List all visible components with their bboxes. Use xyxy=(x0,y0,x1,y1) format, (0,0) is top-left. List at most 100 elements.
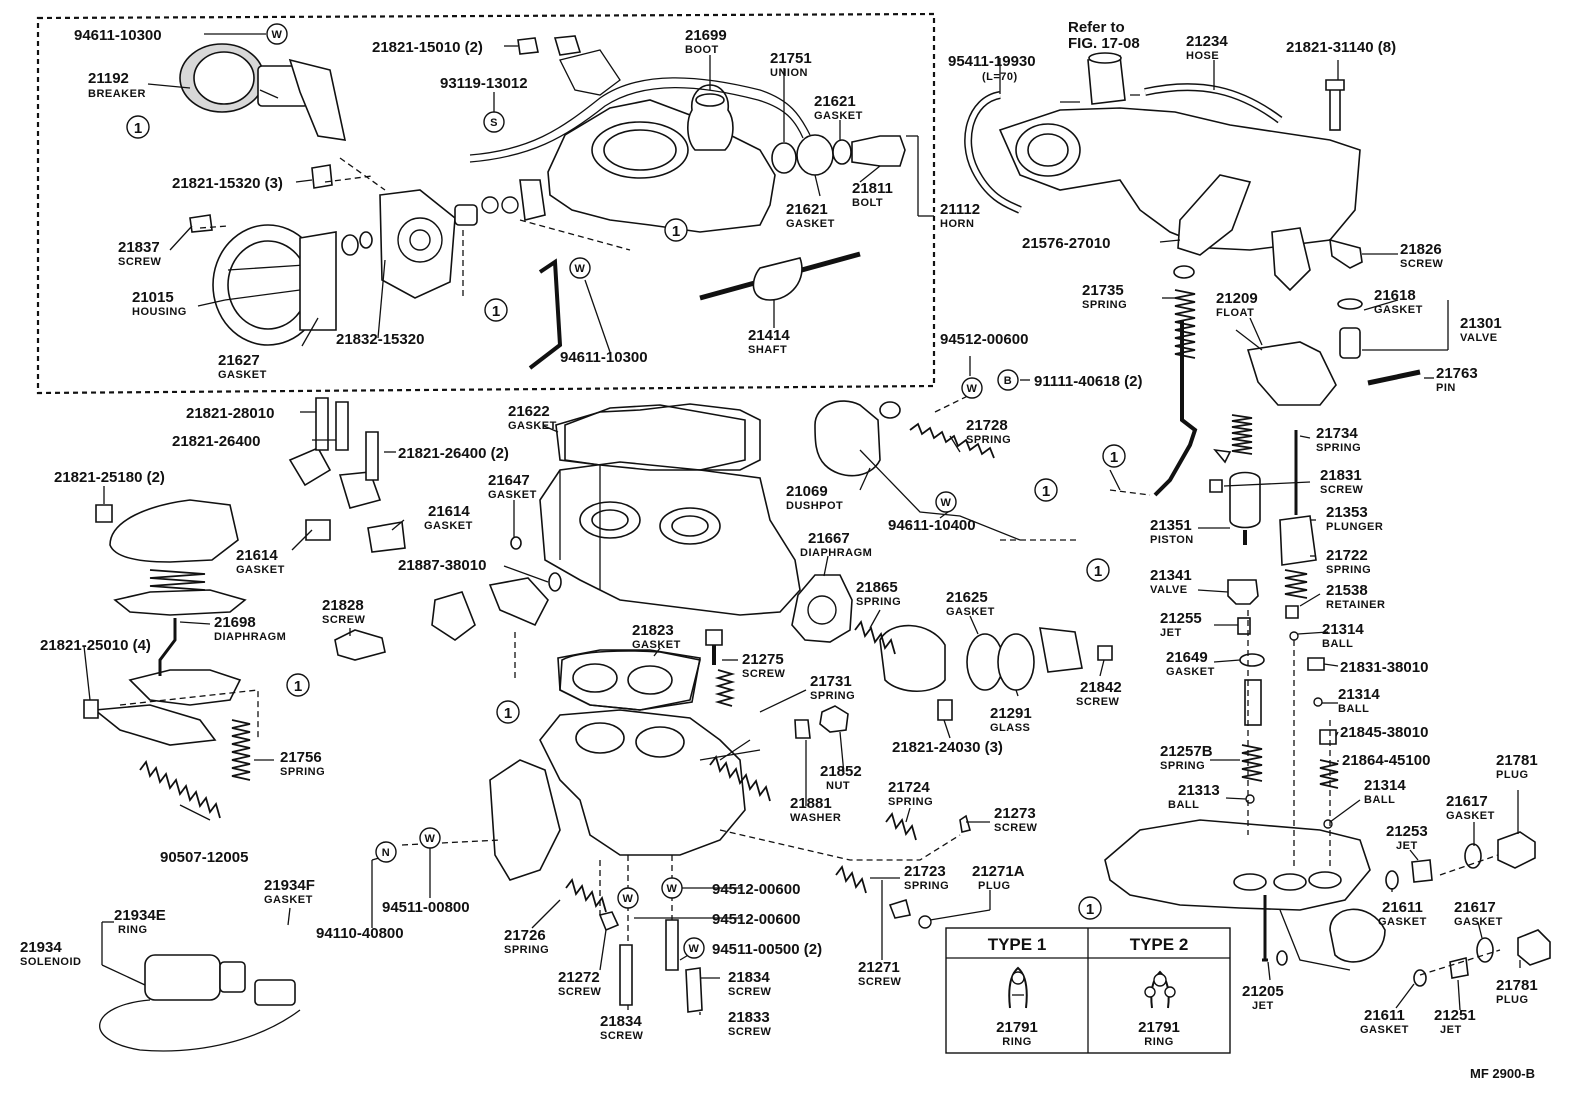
part-name: WASHER xyxy=(790,812,841,824)
w-symbol: W xyxy=(961,377,983,399)
part-number: 21273 xyxy=(994,805,1036,822)
part-name: JET xyxy=(1252,1000,1274,1012)
part-number: 21251 xyxy=(1434,1007,1476,1024)
part-name: PIN xyxy=(1436,382,1456,394)
part-number: 21622 xyxy=(508,403,550,420)
diaphragm-plate-part xyxy=(379,189,456,299)
part-number: 90507-12005 xyxy=(160,849,248,866)
part-number: 21934 xyxy=(20,939,62,956)
part-number: 21611 xyxy=(1382,899,1423,916)
type1-title: TYPE 1 xyxy=(988,935,1047,954)
part-name: SPRING xyxy=(1160,760,1205,772)
part-number: 21647 xyxy=(488,472,530,489)
part-number: 21209 xyxy=(1216,290,1258,307)
part-number: 21291 xyxy=(990,705,1032,722)
part-name: SCREW xyxy=(1076,696,1120,708)
part-number: 21192 xyxy=(88,70,129,87)
part-number: 94611-10300 xyxy=(74,27,162,44)
part-name: GASKET xyxy=(1454,916,1503,928)
svg-text:W: W xyxy=(667,883,678,895)
svg-text:1: 1 xyxy=(1042,483,1050,500)
part-number: 94110-40800 xyxy=(316,925,404,942)
part-name: VALVE xyxy=(1460,332,1498,344)
part-name: SPRING xyxy=(504,944,549,956)
part-number: 21314 xyxy=(1364,777,1406,794)
part-name: GASKET xyxy=(264,894,313,906)
part-name: SPRING xyxy=(280,766,325,778)
callout-circle: 1 xyxy=(1102,444,1126,468)
part-name: SPRING xyxy=(888,796,933,808)
part-name: GLASS xyxy=(990,722,1030,734)
part-name: RETAINER xyxy=(1326,599,1385,611)
part-number: 21821-26400 (2) xyxy=(398,445,509,462)
part-number: 21781 xyxy=(1496,977,1538,994)
part-name: SCREW xyxy=(994,822,1038,834)
part-number: 21811 xyxy=(852,180,893,197)
part-number: 21831-38010 xyxy=(1340,659,1428,676)
b-symbol: B xyxy=(997,369,1019,391)
part-name: SPRING xyxy=(1326,564,1371,576)
type1-part-number: 21791 xyxy=(996,1019,1038,1036)
part-name: PLUG xyxy=(1496,769,1529,781)
part-name: JET xyxy=(1160,627,1182,639)
part-name: SCREW xyxy=(600,1030,644,1042)
part-number: 21205 xyxy=(1242,983,1284,1000)
part-number: 21833 xyxy=(728,1009,770,1026)
svg-text:B: B xyxy=(1004,375,1012,387)
part-number: 21015 xyxy=(132,289,174,306)
part-number: 21881 xyxy=(790,795,832,812)
horn-subassembly-frame xyxy=(36,12,936,395)
part-name: BALL xyxy=(1364,794,1395,806)
w-symbol: W xyxy=(683,937,705,959)
part-number: 21821-26400 xyxy=(172,433,260,450)
shaft-part xyxy=(699,251,861,301)
carburetor-body-part xyxy=(539,404,801,616)
part-name: BREAKER xyxy=(88,88,146,100)
solenoid-part xyxy=(99,954,301,1052)
part-number: 94512-00600 xyxy=(940,331,1028,348)
part-number: 21781 xyxy=(1496,752,1538,769)
part-number: 21821-24030 (3) xyxy=(892,739,1003,756)
part-name: VALVE xyxy=(1150,584,1188,596)
part-number: 21576-27010 xyxy=(1022,235,1110,252)
part-name: PLUG xyxy=(1496,994,1529,1006)
part-name: SOLENOID xyxy=(20,956,81,968)
part-name: SPRING xyxy=(856,596,901,608)
part-number: 21301 xyxy=(1460,315,1502,332)
w-symbol: W xyxy=(935,491,957,513)
part-number: 21845-38010 xyxy=(1340,724,1428,741)
spring-21735-part xyxy=(1173,265,1195,279)
part-name: GASKET xyxy=(1378,916,1427,928)
part-name: BOOT xyxy=(685,44,719,56)
svg-text:1: 1 xyxy=(1110,449,1118,466)
svg-text:1: 1 xyxy=(1094,563,1102,580)
part-name: SCREW xyxy=(858,976,902,988)
part-number: 21257B xyxy=(1160,743,1213,760)
part-number: 21699 xyxy=(685,27,727,44)
part-number: 94511-00800 xyxy=(382,899,470,916)
callout-circle: 1 xyxy=(484,298,508,322)
part-name: BOLT xyxy=(852,197,883,209)
svg-text:W: W xyxy=(941,497,952,509)
part-number: 94511-00500 (2) xyxy=(712,941,822,958)
horn-part xyxy=(469,49,906,233)
diaphragm-21667-part xyxy=(791,574,853,643)
part-number: 21617 xyxy=(1446,793,1488,810)
part-number: 21538 xyxy=(1326,582,1368,599)
part-number: 21341 xyxy=(1150,567,1192,584)
svg-text:1: 1 xyxy=(1086,901,1094,918)
svg-text:W: W xyxy=(623,893,634,905)
part-name: GASKET xyxy=(1446,810,1495,822)
part-name: GASKET xyxy=(1360,1024,1409,1036)
part-number: 94512-00600 xyxy=(712,911,800,928)
callout-circle: 1 xyxy=(1078,896,1102,920)
part-number: 21627 xyxy=(218,352,260,369)
part-number: 21821-31140 (8) xyxy=(1286,39,1396,56)
part-number: 21828 xyxy=(322,597,364,614)
part-number: 94611-10300 xyxy=(560,349,648,366)
part-number: 21831 xyxy=(1320,467,1362,484)
part-name: SCREW xyxy=(742,668,786,680)
svg-text:W: W xyxy=(575,263,586,275)
part-name: GASKET xyxy=(218,369,267,381)
part-number: 94512-00600 xyxy=(712,881,800,898)
